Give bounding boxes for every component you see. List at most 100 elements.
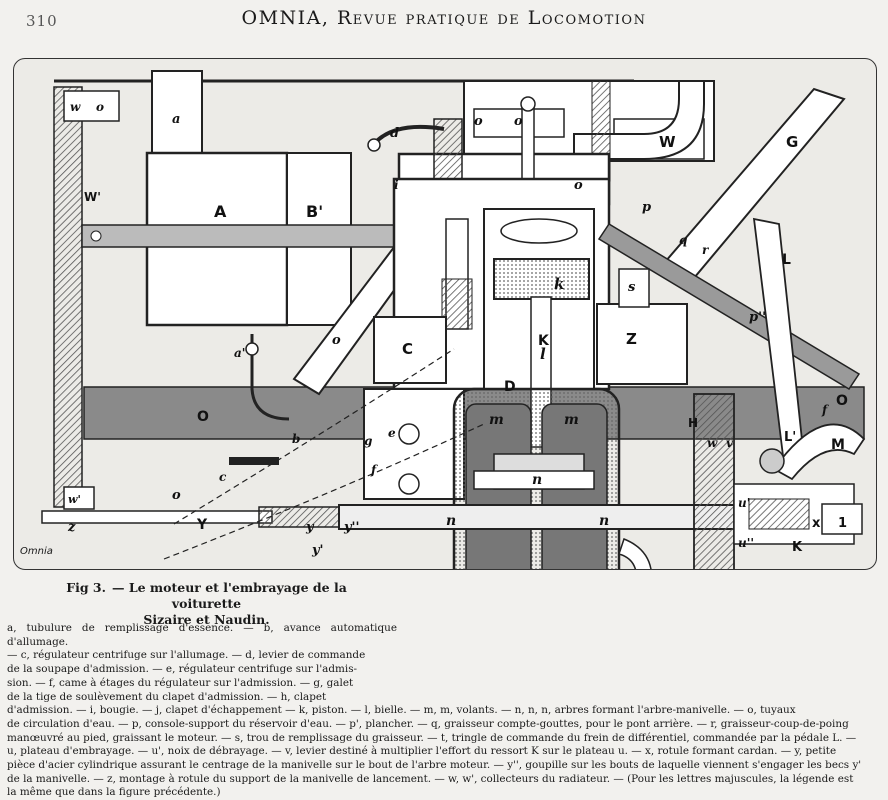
label-f: f	[370, 463, 378, 477]
carburettor	[373, 316, 447, 384]
legend-line: — c, régulateur centrifuge sur l'allumag…	[7, 649, 366, 662]
clutch-spring	[748, 498, 810, 530]
label-Z: Z	[626, 330, 637, 348]
label-a-prime: a'	[234, 346, 245, 360]
label-W: W	[659, 133, 676, 151]
label-z: z	[67, 520, 76, 535]
label-G: G	[786, 133, 798, 151]
radiator-o-box	[473, 108, 565, 138]
label-k: k	[554, 275, 564, 293]
dashed-line-1	[173, 348, 455, 525]
label-K-big: K	[538, 333, 550, 349]
label-r: r	[702, 243, 710, 257]
journal-subtitle: Revue pratique de Locomotion	[337, 7, 647, 29]
label-y-prime: y'	[311, 543, 324, 558]
label-o-valve: o	[574, 178, 583, 193]
clutch-housing	[693, 393, 735, 569]
legend-line: d'admission. — i, bougie. — j, clapet d'…	[7, 704, 796, 717]
label-g: g	[364, 434, 372, 448]
fuel-line	[250, 334, 290, 421]
label-s: s	[628, 280, 636, 295]
collector-w-top	[63, 90, 120, 122]
label-O-left: O	[197, 409, 209, 425]
label-L: L	[782, 252, 791, 268]
label-M: M	[831, 437, 845, 453]
label-D: D	[504, 379, 516, 395]
label-n-center: n	[532, 472, 542, 488]
label-H-top: H	[688, 416, 698, 430]
legend-line: a, tubulure de remplissage d'essence. — …	[7, 622, 397, 648]
pedal-m	[772, 423, 866, 481]
legend-line: manœuvré au pied, graissant le moteur. —…	[7, 731, 857, 744]
collector-w-bottom	[63, 486, 95, 510]
page-number: 310	[26, 12, 58, 30]
label-one: 1	[838, 516, 847, 531]
label-y-double: y''	[343, 520, 360, 535]
label-o-top2: o	[514, 114, 523, 129]
legend-line: sion. — f, came à étages du régulateur s…	[7, 676, 354, 689]
label-o-pipe: o	[332, 333, 341, 348]
dashed-line-2	[163, 423, 485, 560]
caption-line-2: Sizaire et Naudin.	[143, 612, 270, 627]
label-m-left: m	[489, 412, 504, 428]
label-e: e	[388, 426, 396, 440]
label-n-right: n	[599, 513, 609, 529]
journal-title: OMNIA,	[241, 7, 330, 29]
figure-legend: a, tubulure de remplissage d'essence. — …	[7, 622, 883, 800]
label-d: d	[390, 126, 399, 141]
label-B-prime: B'	[306, 202, 323, 221]
lubricator	[596, 303, 688, 385]
label-C: C	[402, 340, 413, 358]
label-x: x	[812, 516, 821, 531]
radiator-column	[53, 86, 83, 508]
label-y: y	[305, 520, 315, 535]
legend-line: de la soupape d'admission. — e, régulate…	[7, 663, 358, 676]
starter-shaft	[41, 510, 273, 524]
legend-line: de la manivelle. — z, montage à rotule d…	[7, 772, 854, 785]
label-u-double: u''	[738, 536, 754, 550]
label-O-right: O	[836, 393, 848, 409]
label-q: q	[679, 233, 687, 247]
label-o-top1: o	[474, 114, 483, 129]
engine-drawing: A B' C D Z W W' G L L' M H H O O Y x 1 Z…	[41, 70, 866, 569]
label-a: a	[172, 112, 180, 127]
label-f-right: f	[821, 403, 829, 417]
label-v: v	[726, 436, 734, 450]
label-w-top: w	[70, 100, 81, 114]
label-o-box: o	[96, 100, 104, 114]
label-n-left: n	[446, 513, 456, 529]
filler-tube	[151, 70, 203, 156]
figure-signature: Omnia	[20, 546, 53, 557]
caption-line-1: — Le moteur et l'embrayage de la voiture…	[111, 580, 347, 611]
caption-fig-label: Fig 3.	[66, 580, 106, 595]
running-head: OMNIA, Revue pratique de Locomotion	[0, 7, 888, 29]
label-p: p	[642, 200, 651, 215]
lubricator-s	[618, 268, 650, 308]
legend-line: la même que dans la figure précédente.)	[7, 786, 221, 799]
lower-pipe	[618, 538, 652, 569]
figure-caption: Fig 3. — Le moteur et l'embrayage de la v…	[34, 580, 379, 628]
label-Y: Y	[196, 517, 208, 533]
legend-line: de circulation d'eau. — p, console-suppo…	[7, 717, 849, 730]
piston	[493, 258, 590, 300]
label-b: b	[292, 432, 300, 446]
legend-line: de la tige de soulèvement du clapet d'ad…	[7, 690, 327, 703]
legend-line: pièce d'acier cylindrique assurant le ce…	[7, 759, 862, 772]
label-l: l	[540, 345, 546, 363]
tank-bracket	[81, 224, 443, 248]
label-w-prime: w'	[68, 493, 81, 506]
label-K: K	[792, 540, 803, 555]
label-w: w	[707, 436, 718, 450]
engine-diagram: A B' C D Z W W' G L L' M H H O O Y x 1 Z…	[13, 58, 877, 570]
crank-pin	[473, 470, 595, 490]
label-u-prime: u'	[738, 496, 750, 510]
cardan-1	[821, 503, 863, 535]
label-A: A	[214, 202, 227, 221]
label-p-double: p''	[749, 310, 766, 325]
label-m-right: m	[564, 412, 579, 428]
label-o-low: o	[172, 488, 181, 503]
label-W-prime: W'	[84, 190, 101, 204]
label-c: c	[219, 470, 227, 484]
legend-line: u, plateau d'embrayage. — u', noix de dé…	[7, 745, 837, 758]
label-i: i	[394, 178, 399, 192]
